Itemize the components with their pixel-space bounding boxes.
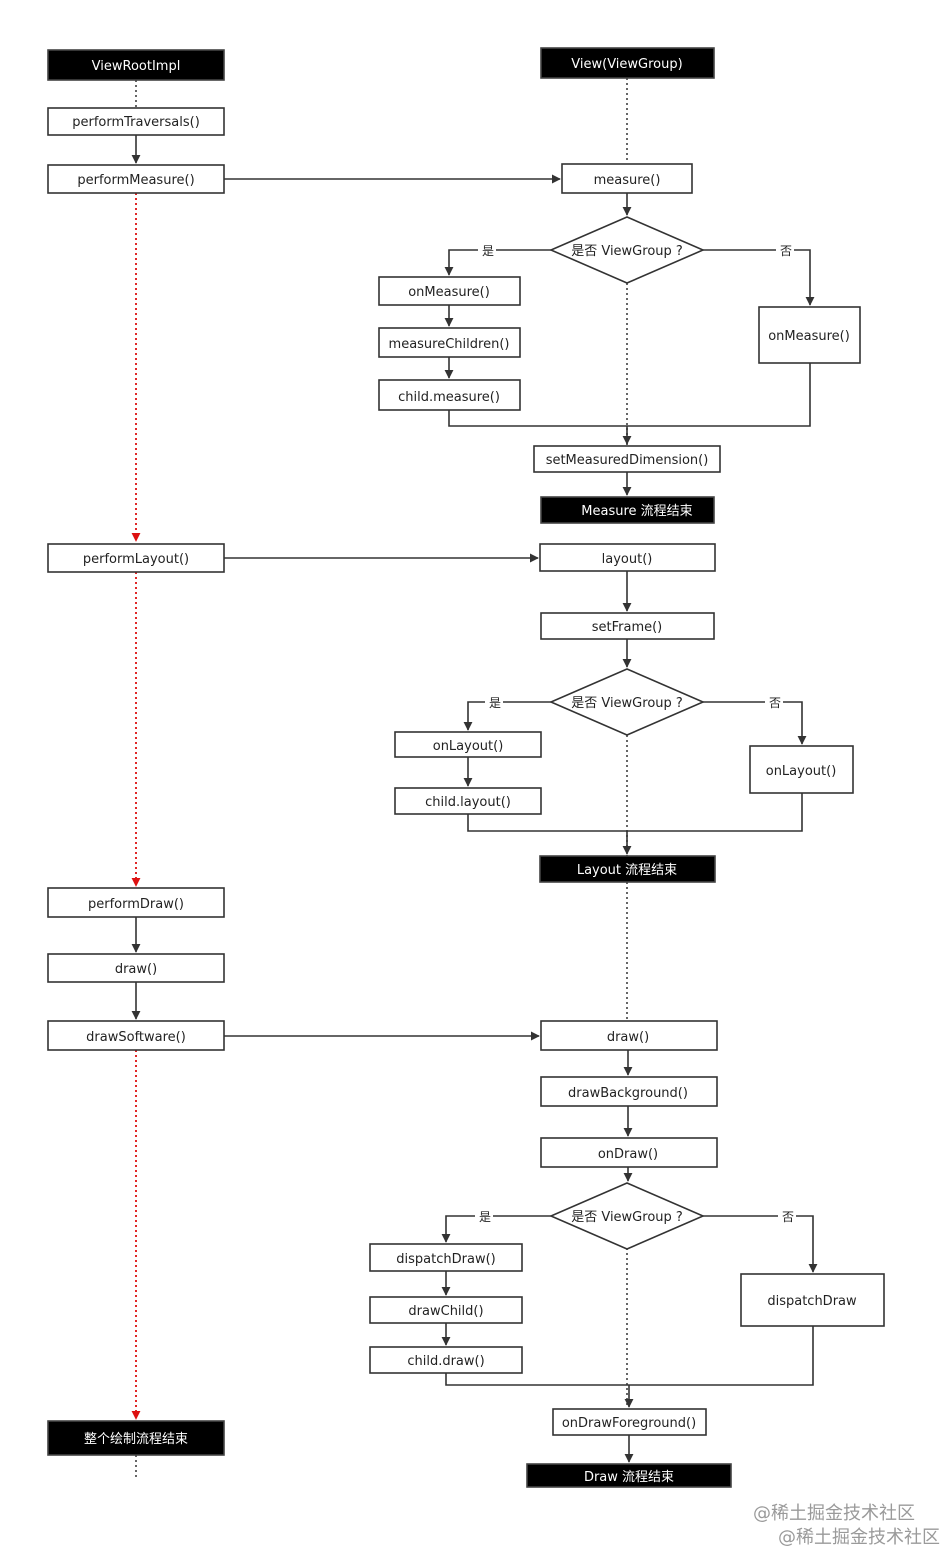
- node-perform-draw: performDraw(): [47, 887, 225, 918]
- svg-text:@稀土掘金技术社区: @稀土掘金技术社区: [753, 1503, 915, 1524]
- measure-merge-lines: [448, 363, 811, 445]
- svg-text:setFrame(): setFrame(): [592, 620, 663, 635]
- layout-yes-branch: 是: [463, 694, 551, 731]
- svg-text:performLayout(): performLayout(): [83, 552, 189, 567]
- svg-text:onDraw(): onDraw(): [598, 1147, 658, 1162]
- svg-text:performDraw(): performDraw(): [88, 897, 184, 912]
- svg-text:draw(): draw(): [607, 1030, 649, 1045]
- svg-text:child.draw(): child.draw(): [407, 1354, 484, 1369]
- draw-no-branch: 否: [703, 1208, 818, 1273]
- draw-yes-branch: 是: [441, 1208, 551, 1243]
- node-layout-on-layout-no: onLayout(): [749, 745, 854, 794]
- node-draw-right: draw(): [540, 1020, 718, 1051]
- node-draw-background: drawBackground(): [540, 1076, 718, 1107]
- svg-text:Layout 流程结束: Layout 流程结束: [577, 863, 677, 878]
- svg-text:layout(): layout(): [602, 552, 653, 567]
- svg-text:child.measure(): child.measure(): [398, 390, 500, 405]
- svg-text:onMeasure(): onMeasure(): [768, 329, 850, 344]
- svg-text:整个绘制流程结束: 整个绘制流程结束: [84, 1432, 188, 1447]
- svg-text:performTraversals(): performTraversals(): [72, 115, 200, 130]
- measure-no-branch: 否: [703, 242, 815, 306]
- node-draw-software: drawSoftware(): [47, 1020, 225, 1051]
- svg-text:View(ViewGroup): View(ViewGroup): [571, 57, 682, 72]
- svg-text:measureChildren(): measureChildren(): [389, 337, 510, 352]
- svg-text:dispatchDraw: dispatchDraw: [767, 1294, 857, 1309]
- node-set-frame: setFrame(): [540, 612, 715, 640]
- svg-text:否: 否: [780, 244, 792, 258]
- measure-yes-branch: 是: [444, 242, 551, 276]
- svg-text:Draw 流程结束: Draw 流程结束: [584, 1470, 674, 1485]
- node-on-draw-foreground: onDrawForeground(): [552, 1408, 707, 1436]
- node-measure-end: Measure 流程结束: [540, 496, 715, 524]
- node-draw-left: draw(): [47, 953, 225, 983]
- svg-text:是: 是: [482, 244, 494, 258]
- svg-text:drawBackground(): drawBackground(): [568, 1086, 688, 1101]
- svg-text:child.layout(): child.layout(): [425, 795, 511, 810]
- svg-text:drawSoftware(): drawSoftware(): [86, 1030, 186, 1045]
- decision-draw: 是否 ViewGroup ?: [548, 1182, 706, 1250]
- svg-text:否: 否: [782, 1210, 794, 1224]
- lane-header-viewrootimpl: ViewRootImpl: [47, 49, 225, 81]
- node-layout-on-layout-yes: onLayout(): [394, 731, 542, 758]
- node-perform-traversals: performTraversals(): [47, 107, 225, 136]
- svg-text:draw(): draw(): [115, 962, 157, 977]
- layout-merge-lines: [467, 793, 803, 855]
- node-layout-end: Layout 流程结束: [539, 855, 716, 883]
- node-child-layout: child.layout(): [394, 787, 542, 815]
- decision-layout: 是否 ViewGroup ?: [548, 668, 706, 736]
- svg-text:measure(): measure(): [594, 173, 661, 188]
- svg-text:onDrawForeground(): onDrawForeground(): [562, 1416, 696, 1431]
- svg-text:@稀土掘金技术社区: @稀土掘金技术社区: [778, 1527, 940, 1548]
- node-measure: measure(): [561, 163, 693, 194]
- node-dispatch-draw-yes: dispatchDraw(): [369, 1243, 523, 1272]
- node-child-measure: child.measure(): [378, 379, 521, 411]
- svg-text:Measure 流程结束: Measure 流程结束: [581, 504, 692, 519]
- svg-text:是否 ViewGroup ?: 是否 ViewGroup ?: [571, 1210, 683, 1225]
- node-draw-end: Draw 流程结束: [526, 1463, 732, 1488]
- svg-text:onLayout(): onLayout(): [766, 764, 837, 779]
- svg-text:否: 否: [769, 696, 781, 710]
- watermark: @稀土掘金技术社区 @稀土掘金技术社区: [753, 1503, 940, 1548]
- node-perform-measure: performMeasure(): [47, 164, 225, 194]
- node-draw-child: drawChild(): [369, 1296, 523, 1324]
- svg-text:onMeasure(): onMeasure(): [408, 285, 490, 300]
- node-child-draw: child.draw(): [369, 1346, 523, 1374]
- node-measure-children: measureChildren(): [378, 327, 521, 358]
- svg-text:ViewRootImpl: ViewRootImpl: [92, 59, 181, 74]
- svg-text:performMeasure(): performMeasure(): [77, 173, 194, 188]
- decision-measure: 是否 ViewGroup ?: [548, 216, 706, 284]
- cross-lane-calls: [224, 174, 561, 1041]
- svg-text:drawChild(): drawChild(): [408, 1304, 483, 1319]
- svg-text:是否 ViewGroup ?: 是否 ViewGroup ?: [571, 244, 683, 259]
- node-measure-on-measure-yes: onMeasure(): [378, 276, 521, 306]
- node-end-all: 整个绘制流程结束: [47, 1420, 225, 1456]
- node-measure-on-measure-no: onMeasure(): [758, 306, 861, 364]
- draw-merge-lines: [445, 1326, 814, 1408]
- svg-text:setMeasuredDimension(): setMeasuredDimension(): [546, 453, 709, 468]
- node-perform-layout: performLayout(): [47, 543, 225, 573]
- svg-text:是否 ViewGroup ?: 是否 ViewGroup ?: [571, 696, 683, 711]
- node-layout: layout(): [539, 543, 716, 572]
- node-dispatch-draw-no: dispatchDraw: [740, 1273, 885, 1327]
- svg-text:是: 是: [479, 1210, 491, 1224]
- svg-text:是: 是: [489, 696, 501, 710]
- lane-header-view: View(ViewGroup): [540, 47, 715, 79]
- node-set-measured-dimension: setMeasuredDimension(): [533, 445, 721, 473]
- node-on-draw: onDraw(): [540, 1137, 718, 1168]
- svg-text:onLayout(): onLayout(): [433, 739, 504, 754]
- svg-text:dispatchDraw(): dispatchDraw(): [396, 1252, 495, 1267]
- layout-no-branch: 否: [703, 694, 807, 745]
